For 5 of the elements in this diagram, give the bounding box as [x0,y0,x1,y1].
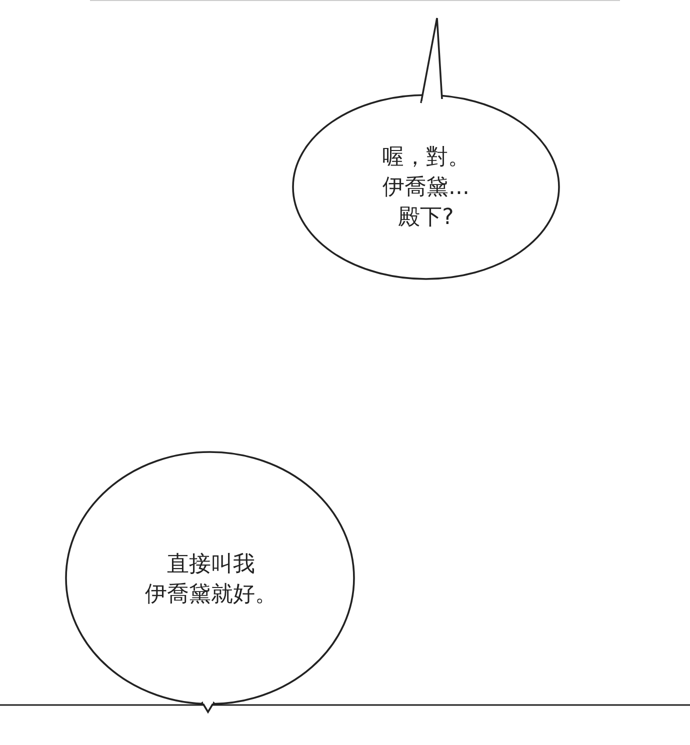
dialogue-text: 殿下? [398,204,454,232]
dialogue-text: 伊喬黛就好。 [145,581,277,609]
dialogue-text: 喔，對。 [382,144,470,172]
dialogue-text: 伊喬黛... [382,174,470,202]
dialogue-text: 直接叫我 [167,551,255,579]
